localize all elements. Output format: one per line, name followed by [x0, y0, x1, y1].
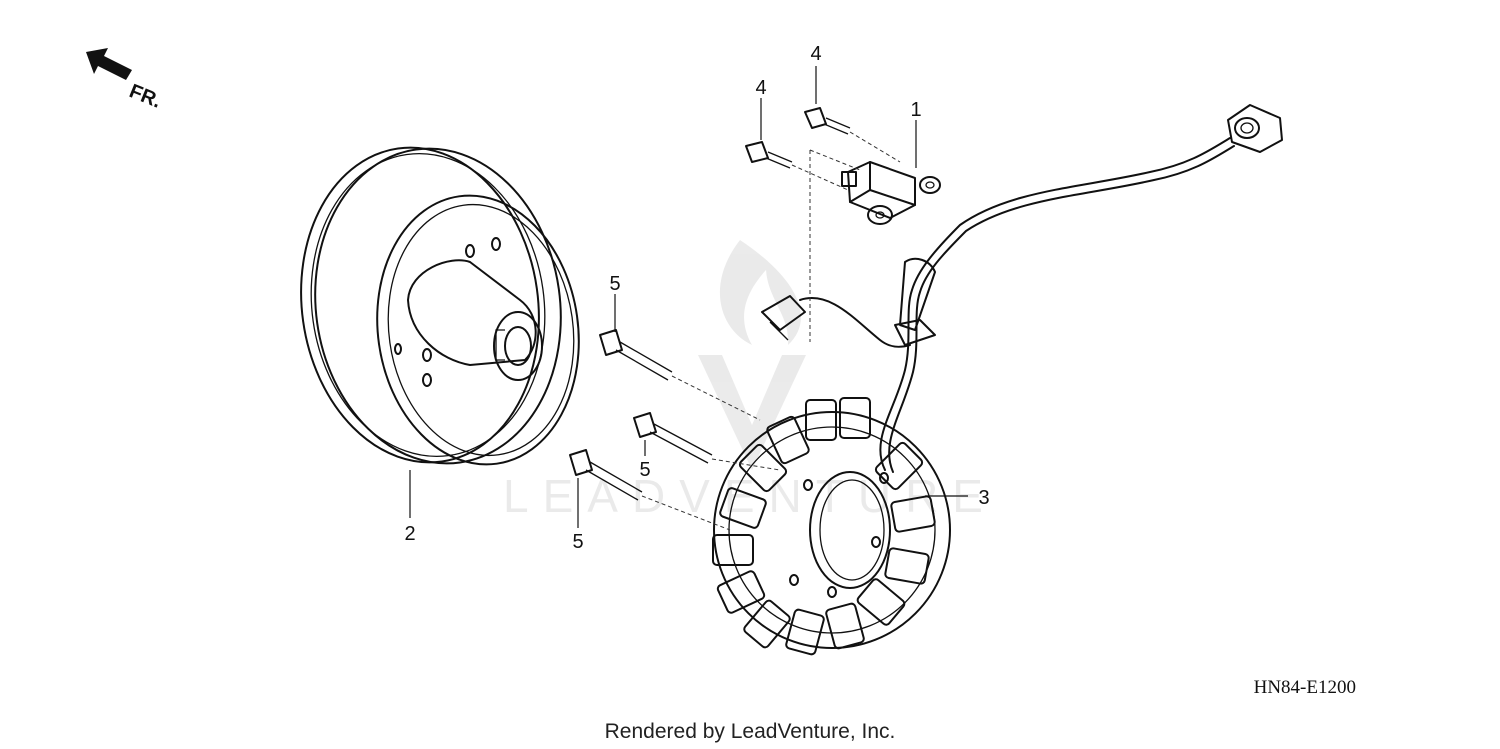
assembly-guide-lines [641, 131, 901, 531]
callout-4-lower: 4 [755, 77, 766, 99]
callout-5-lower: 5 [572, 531, 583, 553]
bolt-4-upper [804, 107, 851, 135]
callout-1: 1 [910, 99, 921, 121]
callout-4-upper: 4 [810, 43, 821, 65]
bolt-5-lower [569, 449, 643, 501]
flywheel [300, 146, 580, 466]
front-label: FR. [126, 80, 164, 112]
leader-lines [409, 66, 968, 528]
bolt-4-lower [745, 141, 793, 169]
stator [712, 397, 951, 656]
watermark-logo-icon [698, 240, 806, 470]
callout-3: 3 [978, 487, 989, 509]
wire-harness [761, 104, 1283, 473]
callout-5-upper: 5 [609, 273, 620, 295]
render-credit: Rendered by LeadVenture, Inc. [605, 720, 896, 743]
callout-2: 2 [404, 523, 415, 545]
diagram-code: HN84-E1200 [1254, 677, 1356, 698]
bolt-5-middle [633, 412, 713, 464]
front-arrow-icon [86, 48, 132, 80]
front-direction-indicator: FR. [86, 48, 164, 113]
watermark-text: LEADVENTURE [503, 470, 997, 522]
bolt-5-upper [599, 329, 673, 381]
harness-connector-icon [1227, 104, 1283, 153]
pulse-generator [841, 161, 941, 225]
callout-5-middle: 5 [639, 459, 650, 481]
